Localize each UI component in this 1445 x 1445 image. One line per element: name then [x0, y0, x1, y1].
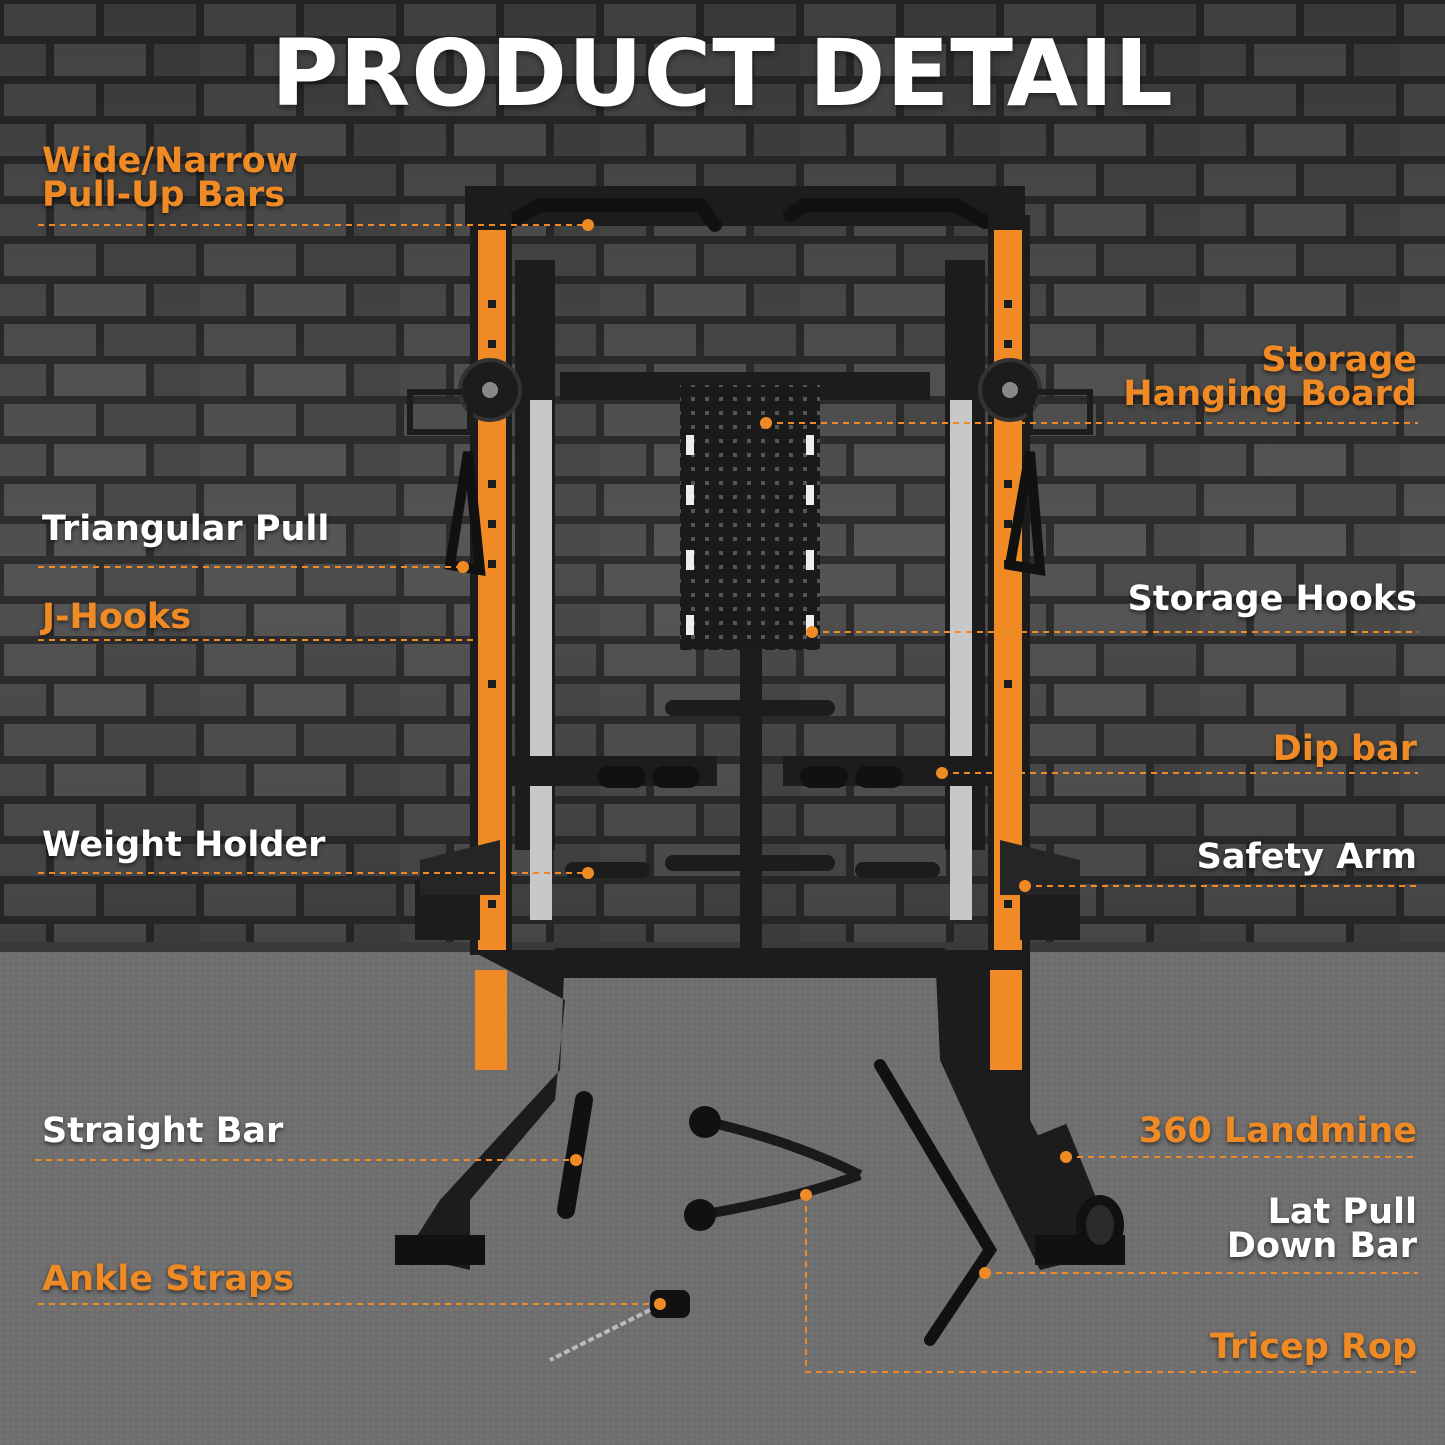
storage-hanging-board	[560, 372, 930, 650]
label-dip-bar: Dip bar	[1272, 729, 1417, 769]
label-ankle-straps: Ankle Straps	[42, 1259, 294, 1299]
label-tricep-rop: Tricep Rop	[1209, 1327, 1417, 1367]
leader-lines	[35, 224, 1418, 1373]
pull-up-bars	[465, 186, 1025, 232]
safety-arms	[415, 840, 1080, 940]
label-j-hooks: J-Hooks	[42, 597, 192, 637]
pulleys	[407, 358, 1093, 435]
label-safety-arm: Safety Arm	[1196, 837, 1417, 877]
label-360-landmine: 360 Landmine	[1138, 1111, 1417, 1151]
label-lat-pull-down-bar: Lat Pull Down Bar	[1226, 1192, 1417, 1266]
weight-holders	[555, 648, 945, 978]
label-triangular-pull: Triangular Pull	[42, 509, 330, 549]
landmine	[1019, 1123, 1124, 1255]
label-weight-holder: Weight Holder	[42, 825, 326, 865]
floor-accessories	[549, 1059, 998, 1362]
page-title: PRODUCT DETAIL	[271, 20, 1174, 127]
rack-uprights	[470, 215, 1030, 955]
floor	[0, 945, 1445, 1445]
label-straight-bar: Straight Bar	[42, 1111, 284, 1151]
label-storage-hooks: Storage Hooks	[1127, 579, 1417, 619]
dip-bars	[512, 756, 988, 788]
label-storage-hanging-board: Storage Hanging Board	[1123, 340, 1417, 414]
label-wide-narrow-pull-up-bars: Wide/Narrow Pull-Up Bars	[42, 141, 298, 215]
callout-dots	[457, 219, 1072, 1310]
